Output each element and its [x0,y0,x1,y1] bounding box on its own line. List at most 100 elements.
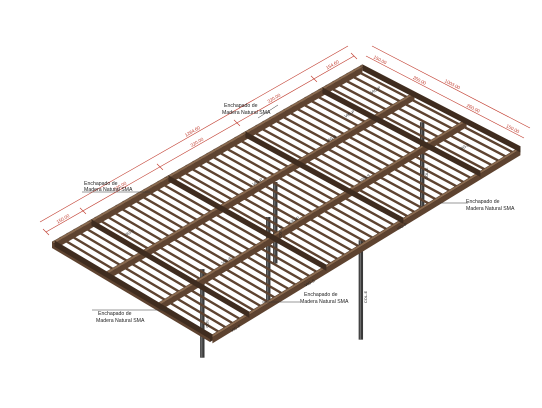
dim-short-segments-line [365,55,525,139]
dim-long-segment-label-4: 154.60 [325,59,340,71]
beam-tag-6: VIG-P [251,177,263,187]
deck-joist-side-19 [186,164,345,257]
beam-tag-3: VIG-S [458,142,470,152]
deck-joist-side-26 [235,136,394,227]
dim-long-tick-2 [156,163,164,171]
deck-joist-side-36 [305,96,464,184]
deck-joist-side-18 [179,168,338,261]
deck-joist-side-30 [263,120,422,210]
column-tag-0: COL-E [204,315,209,328]
deck-joist-side-42 [347,72,506,158]
deck-joist-side-1 [60,236,219,334]
deck-joist-side-37 [312,92,471,180]
deck-joist-side-13 [144,188,303,282]
dim-long-tick-4 [310,75,318,83]
beam-tag-9: VIG-S [359,173,371,183]
deck-joist-side-6 [95,216,254,312]
deck-joist-side-39 [326,84,485,171]
steel-column-highlight-3 [421,122,423,209]
secondary-beam-side-1 [91,219,250,318]
dim-long-segment-label-1: 320.00 [113,180,128,192]
dim-long-segment-label-0: 150.00 [56,213,71,225]
dim-long-tick-0 [42,228,50,236]
main-beam-side-3 [212,149,521,344]
deck-joist-side-3 [74,228,233,325]
dim-long-tick-3 [233,119,241,127]
column-tag-2: COL-E [277,225,282,238]
deck-joist-side-31 [270,116,429,205]
deck-joist-side-20 [193,160,352,252]
beam-tag-1: VIG-S [304,278,316,288]
secondary-beam-side-3 [245,131,404,224]
dim-long-total-line [39,45,349,223]
deck-joist-side-7 [102,212,261,308]
deck-joist-side-24 [221,144,380,235]
dim-short-total-line [371,45,531,129]
dim-long-segments-line [45,55,355,233]
beam-tag-4: VIG-P [369,85,381,95]
dim-long-segment-label-3: 320.00 [267,92,282,104]
main-beam-side-1 [106,94,415,281]
column-tag-3: COL-E [424,167,429,180]
member-tags: VIG-P VIG-S VIG-P VIG-S VIG-P VIG-S VIG-P VIG-S… [123,85,470,333]
dim-long-segment-label-2: 320.00 [190,136,205,148]
deck-joist-side-8 [109,208,268,304]
deck-joist-side-40 [333,80,492,167]
callout-right-line1: Enchapado de [466,199,500,205]
deck-joist-side-29 [256,124,415,214]
steel-column-1 [358,240,364,340]
deck-joist-side-4 [81,224,240,321]
secondary-beam-side-4 [322,87,481,177]
secondary-beam-side-2 [168,175,327,271]
deck-joist-side-33 [284,108,443,197]
callout-middle-line2: Madera Natural SMA [300,299,349,305]
callout-right: Enchapado de Madera Natural SMA [440,199,515,212]
callout-left-line1: Enchapado de [84,181,118,187]
deck-joist-side-28 [249,128,408,218]
callout-top: Enchapado de Madera Natural SMA [222,103,279,119]
callout-middle: Enchapado de Madera Natural SMA [262,292,349,305]
deck-joist-side-35 [298,100,457,188]
beam-tag-11: VIG-S [123,228,135,238]
main-beam-side-0 [54,67,363,250]
deck-joist-side-25 [228,140,387,231]
dim-long-tick-5 [350,52,358,60]
deck-joist-side-11 [130,196,289,291]
deck-joist-side-21 [200,156,359,248]
callout-top-line1: Enchapado de [224,103,258,109]
timber-deck-frame [51,64,521,344]
deck-joist-side-34 [291,104,450,193]
deck-joist-side-22 [207,152,366,244]
callout-top-line2: Madera Natural SMA [222,110,271,116]
deck-joist-side-14 [151,184,310,278]
deck-joist-side-32 [277,112,436,201]
deck-joist-side-12 [137,192,296,287]
beam-tag-7: VIG-S [220,255,232,265]
dim-short-segment-label-0: 150.00 [373,54,388,65]
deck-joist-side-10 [123,200,282,295]
deck-joist-side-15 [158,180,317,274]
beam-tag-8: VIG-P [288,215,300,225]
beam-tag-0: VIG-P [230,323,242,333]
deck-joist-side-17 [172,172,331,265]
callout-right-line2: Madera Natural SMA [466,206,515,212]
deck-joist-side-9 [116,204,275,299]
callout-left-line2: Madera Natural SMA [84,187,133,193]
callout-bottom: Enchapado de Madera Natural SMA [92,309,170,324]
beam-tag-5: VIG-S [325,134,337,144]
deck-joist-side-2 [67,232,226,329]
secondary-beam-side-0 [54,240,213,341]
column-tag-1: COL-E [363,291,368,304]
beam-tag-10: VIG-P [344,109,356,119]
callout-middle-line1: Enchapado de [304,292,338,298]
deck-joist-side-43 [354,68,513,154]
dim-short-segment-label-1: 260.00 [412,75,427,86]
steel-column-highlight-1 [359,240,361,340]
main-beam-side-2 [158,121,467,312]
callout-bottom-line1: Enchapado de [98,311,132,317]
beam-tag-2: VIG-P [396,221,408,231]
dim-short-segment-label-3: 150.00 [505,123,520,134]
secondary-beam-side-5 [362,64,521,153]
dim-short-segment-label-2: 260.00 [466,103,481,114]
